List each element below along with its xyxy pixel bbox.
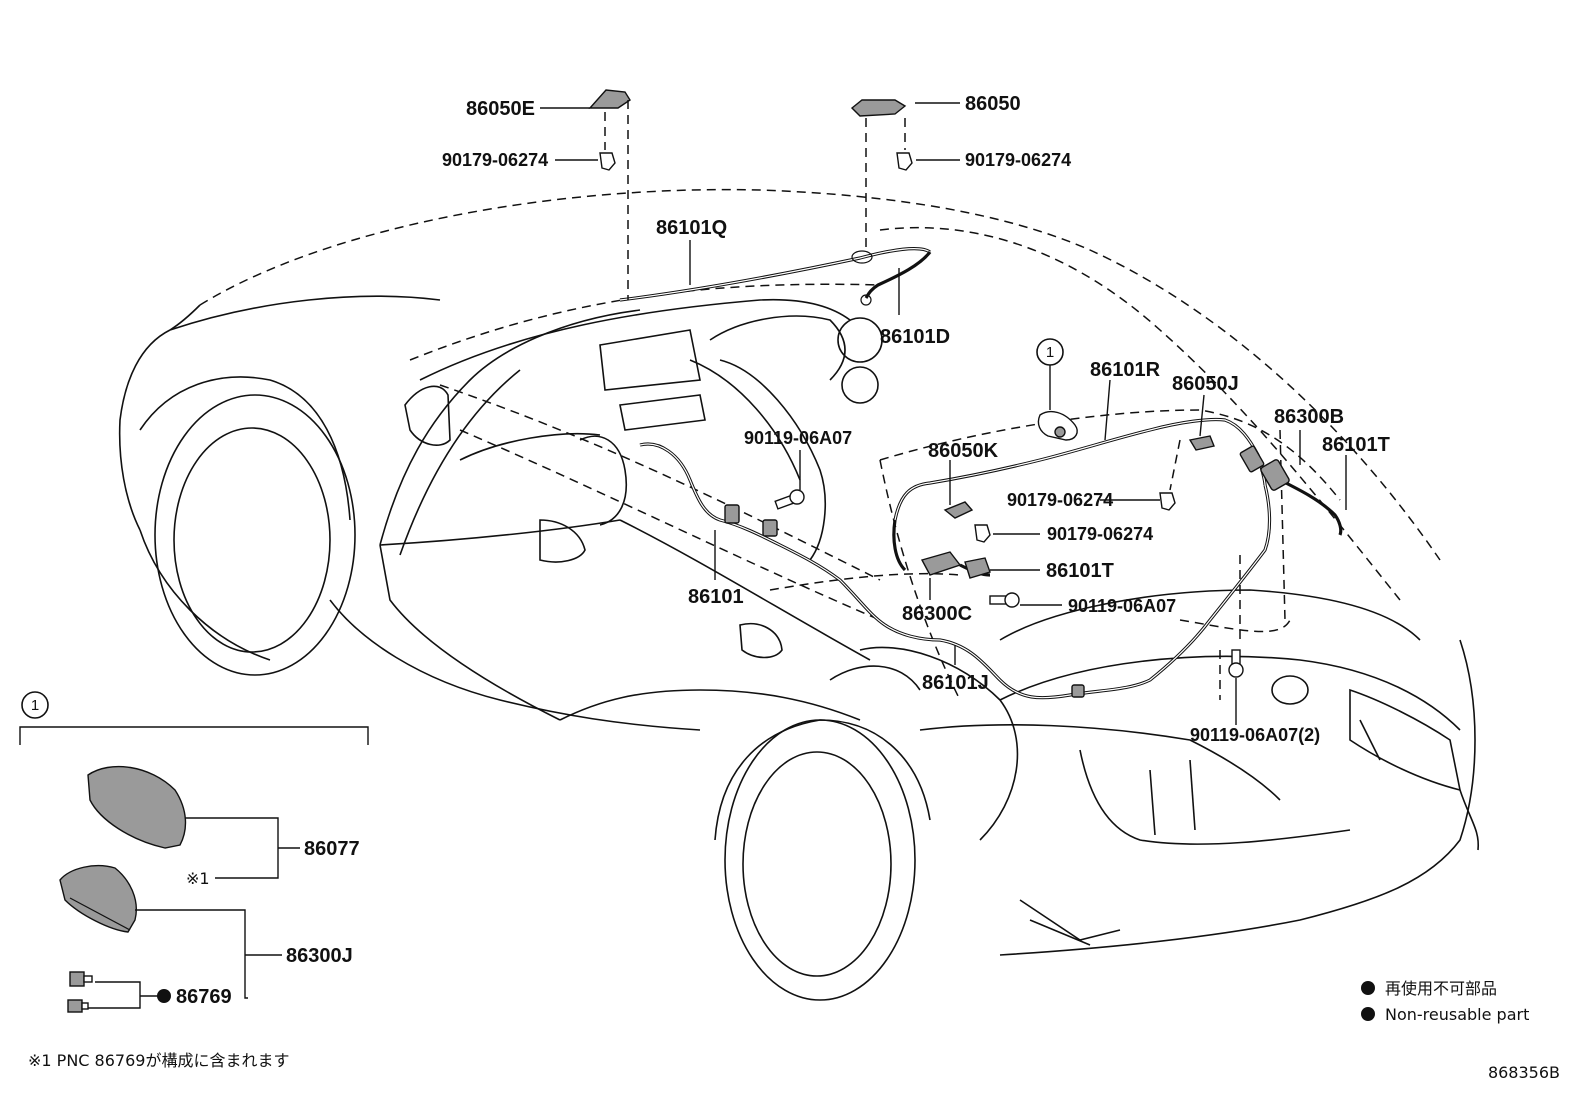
label-86050: 86050 [965,93,1021,115]
label-86101Q: 86101Q [656,217,727,239]
label-86300J: 86300J [286,945,353,967]
callout-marker-text: 1 [1046,344,1054,361]
inset-note-mark: ※1 [186,869,210,888]
roof-antenna [1037,410,1078,441]
callout-marker-inset: 1 [21,691,49,719]
label-90119-a: 90119-06A07 [744,428,852,448]
label-86101D: 86101D [880,326,950,348]
legend: 再使用不可部品 Non-reusable part [1361,979,1529,1024]
label-86101T-b: 86101T [1046,560,1114,582]
bracket-86050 [850,99,907,117]
diagram-id: 868356B [1488,1063,1560,1082]
label-90179-c: 90179-06274 [1007,490,1113,510]
callout-marker-roof: 1 [1036,338,1064,366]
wire-harnesses [619,247,1343,700]
label-86101: 86101 [688,586,744,608]
screw-86769-a [69,971,93,987]
inset-marker-text: 1 [31,697,39,714]
amplifier-86300C [920,551,962,576]
legend-en: Non-reusable part [1385,1005,1529,1024]
label-90119-b: 90119-06A07 [1068,596,1176,616]
connector-86101T [964,557,991,579]
legend-jp: 再使用不可部品 [1385,979,1497,998]
bolt-90119-b [989,592,1020,608]
label-86101R: 86101R [1090,359,1161,381]
screw-86769-b [67,999,89,1013]
non-reusable-dot-icon [1361,1007,1375,1021]
label-86769: 86769 [176,986,232,1008]
part-labels: 86050E 86050 90179-06274 90179-06274 861… [176,93,1390,1008]
bolt-90119-a [774,489,805,510]
clip-90179-c [1159,492,1176,511]
label-86077: 86077 [304,838,360,860]
clip-90179-d [974,524,991,543]
clip-90179-b [896,152,913,171]
parts [588,89,1244,678]
inset-panel [19,726,369,1013]
bolt-90119-c [1228,649,1244,678]
footnote: ※1 PNC 86769が構成に含まれます [28,1051,289,1070]
antenna-base-86300J [59,864,137,933]
label-86050K: 86050K [928,440,999,462]
label-90119-c: 90119-06A07(2) [1190,725,1320,745]
non-reusable-dot-icon [1361,981,1375,995]
bracket-86050K [943,501,974,519]
label-86050J: 86050J [1172,373,1239,395]
label-90179-b: 90179-06274 [965,150,1071,170]
leader-lines [540,100,1347,725]
clip-90179-a [599,152,616,171]
car-body-outline [118,188,1480,1001]
label-86101J: 86101J [922,672,989,694]
label-86300C: 86300C [902,603,972,625]
label-86050E: 86050E [466,98,535,120]
label-90179-a: 90179-06274 [442,150,548,170]
antenna-cover-86077 [87,765,187,849]
label-86300B: 86300B [1274,406,1344,428]
bracket-86050E [588,89,631,109]
bracket-86050J [1188,435,1215,451]
label-90179-d: 90179-06274 [1047,524,1153,544]
label-86101T-a: 86101T [1322,434,1390,456]
